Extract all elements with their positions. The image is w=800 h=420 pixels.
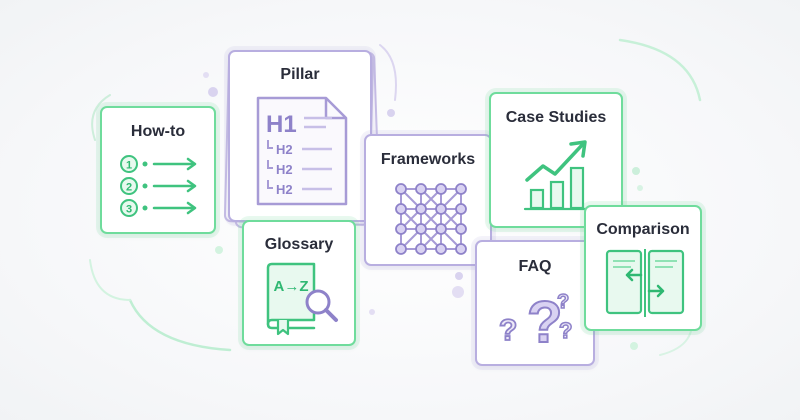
heading-document-icon: H1 H2 H2 H2 bbox=[256, 96, 348, 206]
numbered-steps-icon: 1 2 3 bbox=[120, 155, 197, 217]
svg-text:?: ? bbox=[499, 314, 517, 347]
svg-text:?: ? bbox=[527, 290, 562, 354]
glossary-card[interactable]: Glossary A→Z bbox=[242, 220, 356, 346]
side-by-side-compare-icon bbox=[605, 249, 685, 317]
pillar-label: Pillar bbox=[280, 66, 320, 83]
howto-label: How-to bbox=[130, 123, 186, 140]
faq-label: FAQ bbox=[518, 258, 552, 275]
glossary-label: Glossary bbox=[264, 236, 334, 253]
pillar-h1-text: H1 bbox=[266, 111, 297, 138]
step-number-1: 1 bbox=[126, 160, 132, 172]
growth-chart-icon bbox=[523, 140, 593, 211]
step-number-2: 2 bbox=[126, 182, 132, 194]
pillar-card[interactable]: Pillar H1 H2 H2 H2 bbox=[228, 50, 372, 222]
pillar-h2-text-3: H2 bbox=[276, 182, 293, 197]
comparison-card[interactable]: Comparison bbox=[584, 205, 702, 331]
pillar-h2-text-2: H2 bbox=[276, 162, 293, 177]
case-studies-label: Case Studies bbox=[505, 109, 607, 126]
frameworks-card[interactable]: Frameworks bbox=[364, 134, 492, 266]
question-marks-icon: ? ? ? ? bbox=[498, 289, 573, 354]
pillar-h2-text-1: H2 bbox=[276, 142, 293, 157]
step-number-3: 3 bbox=[126, 204, 132, 216]
svg-text:?: ? bbox=[559, 318, 572, 343]
svg-text:?: ? bbox=[557, 291, 569, 313]
dictionary-magnifier-icon: A→Z bbox=[266, 262, 338, 336]
frameworks-label: Frameworks bbox=[380, 151, 476, 168]
glossary-book-text: A→Z bbox=[274, 278, 309, 295]
howto-card[interactable]: How-to 1 2 3 bbox=[100, 106, 216, 234]
faq-card[interactable]: FAQ ? ? ? ? bbox=[475, 240, 595, 366]
node-grid-icon bbox=[395, 183, 467, 255]
comparison-label: Comparison bbox=[596, 221, 690, 238]
